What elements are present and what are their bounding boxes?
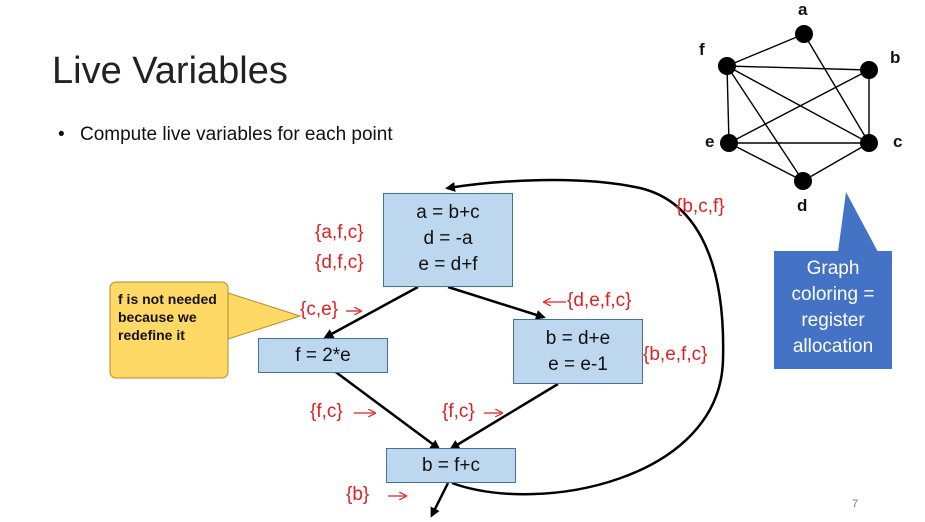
block-left: f = 2*e (258, 338, 388, 373)
blue-callout-shape (774, 251, 892, 369)
live-set-label: {a,f,c} (315, 222, 364, 243)
live-set-label: {c,e} (300, 299, 339, 320)
yellow-callout-shape (109, 281, 229, 379)
callout-line: allocation (792, 336, 874, 357)
interference-graph-edges (726, 33, 870, 182)
edge-top-left (323, 285, 419, 339)
graph-node-label: f (699, 40, 705, 59)
stmt: f = 2*e (295, 345, 351, 366)
live-set-label: {b,c,f} (676, 196, 725, 217)
live-set-label: {d,e,f,c} (567, 290, 632, 311)
stmt: e = e-1 (548, 354, 608, 375)
bullet-text: Compute live variables for each point (80, 124, 393, 145)
graph-node-label: a (798, 0, 808, 19)
stmt: e = d+f (418, 254, 478, 275)
graph-node-label: c (893, 132, 903, 151)
callout-line: coloring = (791, 284, 875, 305)
edge-bottom-exit (430, 482, 450, 518)
bullet-dot-icon: • (58, 124, 65, 145)
block-top: a = b+c d = -a e = d+f (383, 193, 513, 287)
stmt: b = f+c (421, 455, 481, 476)
live-set-label: {f,c} (442, 401, 475, 422)
stmt: b = d+e (545, 328, 611, 349)
edge-loop-back (445, 178, 725, 496)
callout-line: Graph (806, 258, 860, 279)
live-set-label: {b,e,f,c} (643, 344, 708, 365)
stmt: d = -a (423, 228, 473, 249)
block-bottom: b = f+c (386, 448, 516, 483)
yellow-callout: f is not needed because we redefine it (118, 291, 217, 343)
edge-left-bottom (332, 368, 441, 450)
live-set-label: {b} (346, 484, 370, 505)
edge-right-bottom (449, 382, 559, 450)
graph-node-label: e (705, 132, 715, 151)
callout-line: register (801, 310, 865, 331)
edge-top-right (447, 285, 546, 320)
block-right: b = d+e e = e-1 (513, 319, 643, 384)
interference-graph-nodes (718, 25, 878, 190)
blue-callout: Graph coloring = register allocation (774, 251, 892, 369)
page-number: 7 (852, 498, 859, 510)
stmt: a = b+c (416, 202, 480, 223)
graph-node-label: d (797, 196, 808, 215)
live-set-label: {d,f,c} (315, 252, 364, 273)
slide-title: Live Variables (52, 50, 288, 92)
bullet-item: • Compute live variables for each point (58, 124, 393, 146)
graph-node-label: b (890, 48, 901, 67)
live-set-label: {f,c} (310, 401, 343, 422)
